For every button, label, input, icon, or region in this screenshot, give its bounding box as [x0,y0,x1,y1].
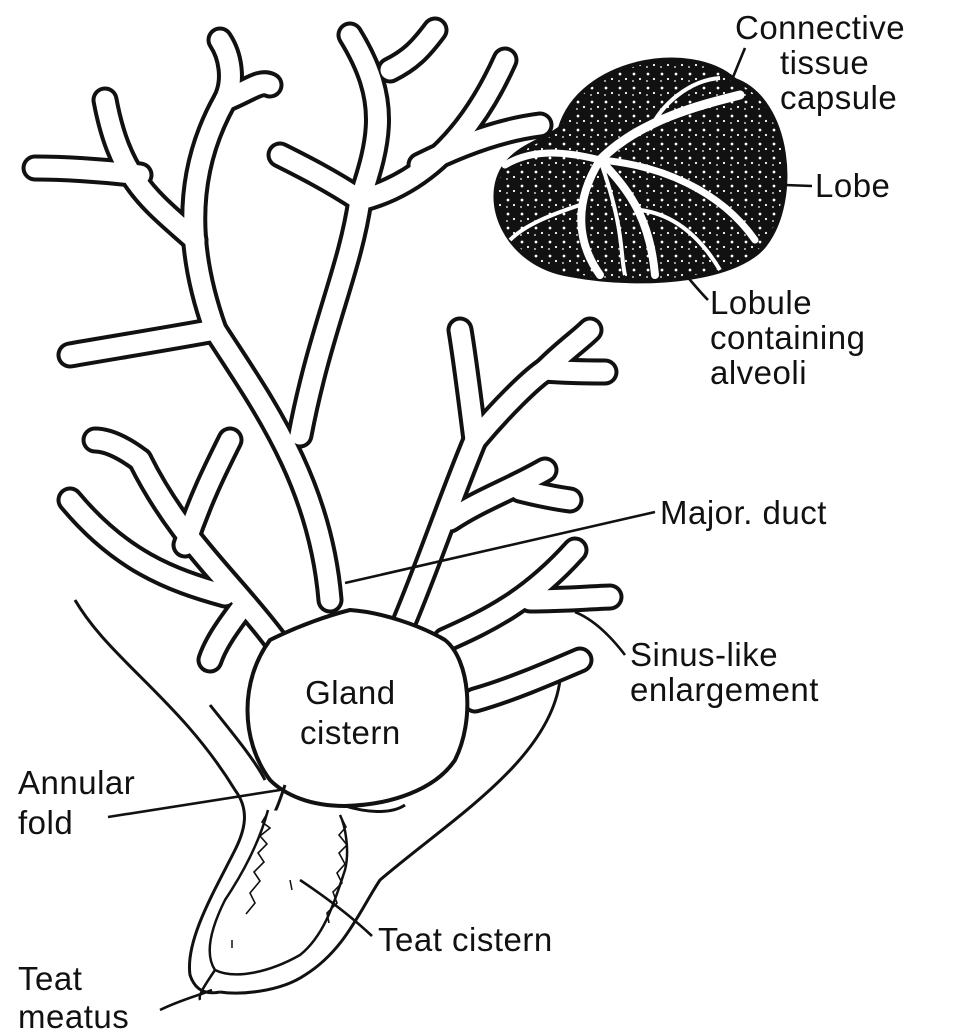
gland-cistern-label: Gland cistern [300,673,401,753]
teat-meatus-line-1: Teat [18,960,129,998]
connective-tissue-capsule-line-1: Connective [735,10,905,45]
lobule-label-line-3: alveoli [710,355,865,390]
teat-cistern-shape [200,810,347,1000]
lobule-containing-alveoli-label: Lobule containing alveoli [710,285,865,390]
lobe-label: Lobe [815,168,890,204]
annular-fold-line-1: Annular [18,763,135,803]
teat-cistern-label: Teat cistern [378,922,553,958]
left-duct-tree [70,440,275,660]
annular-fold-line-2: fold [18,803,135,843]
annular-fold-label: Annular fold [18,763,135,843]
sinus-label-line-1: Sinus-like [630,637,819,672]
lobule-label-line-1: Lobule [710,285,865,320]
sinus-like-enlargement-label: Sinus-like enlargement [630,637,819,707]
connective-tissue-capsule-line-3: capsule [735,80,905,115]
teat-meatus-line-2: meatus [18,998,129,1035]
gland-cistern-line-2: cistern [300,713,401,753]
gland-cistern-line-1: Gland [300,673,401,713]
sinus-label-line-2: enlargement [630,672,819,707]
connective-tissue-capsule-line-2: tissue [735,45,905,80]
lobule-label-line-2: containing [710,320,865,355]
major-duct-label: Major. duct [660,495,827,531]
teat-meatus-label: Teat meatus [18,960,129,1035]
connective-tissue-capsule-label: Connective tissue capsule [735,10,905,115]
